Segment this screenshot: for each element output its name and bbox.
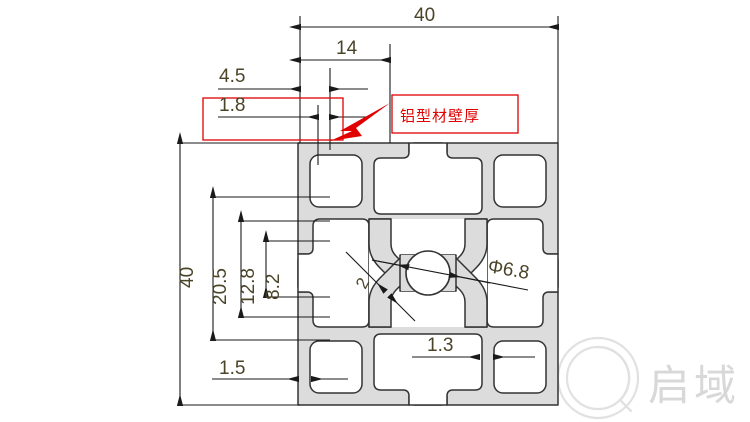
annotation-box-left — [202, 97, 344, 141]
dim-2-leader-a — [345, 251, 388, 294]
dim-label-height-12-8: 12.8 — [238, 268, 259, 305]
dim-label-height-8-2: 8.2 — [263, 273, 284, 300]
center-bore — [405, 250, 451, 296]
watermark-logo-icon — [556, 336, 640, 420]
dim-label-width-1-8: 1.8 — [219, 95, 246, 116]
watermark-label: 启域 — [648, 361, 741, 410]
extrusion-profile — [297, 142, 559, 406]
dim-bore-arrow-right — [448, 271, 491, 284]
dim-label-width-40: 40 — [414, 5, 436, 26]
dim-label-rib-1-3: 1.3 — [427, 335, 454, 356]
annotation-box-right — [391, 94, 519, 134]
annotation-arrow-icon — [330, 103, 390, 141]
annotation-graphics — [202, 94, 519, 141]
tslot-void-bottom — [373, 333, 483, 406]
tslot-void-top — [373, 142, 483, 215]
dim-label-width-4-5: 4.5 — [219, 66, 246, 87]
dim-2-leader-b — [387, 293, 416, 322]
chamber-bottom-left — [309, 340, 363, 394]
chamber-top-left — [309, 154, 363, 208]
dim-bore-arrow-left — [371, 259, 410, 271]
chamber-top-right — [493, 154, 547, 208]
dim-label-height-40: 40 — [177, 266, 198, 288]
annotation-label: 铝型材壁厚 — [400, 107, 481, 125]
dim-label-width-1-5: 1.5 — [219, 358, 246, 379]
dim-label-height-20-5: 20.5 — [210, 268, 231, 305]
dimension-lines — [176, 16, 559, 406]
chamber-bottom-right — [493, 340, 547, 394]
dim-label-width-14: 14 — [336, 38, 358, 59]
